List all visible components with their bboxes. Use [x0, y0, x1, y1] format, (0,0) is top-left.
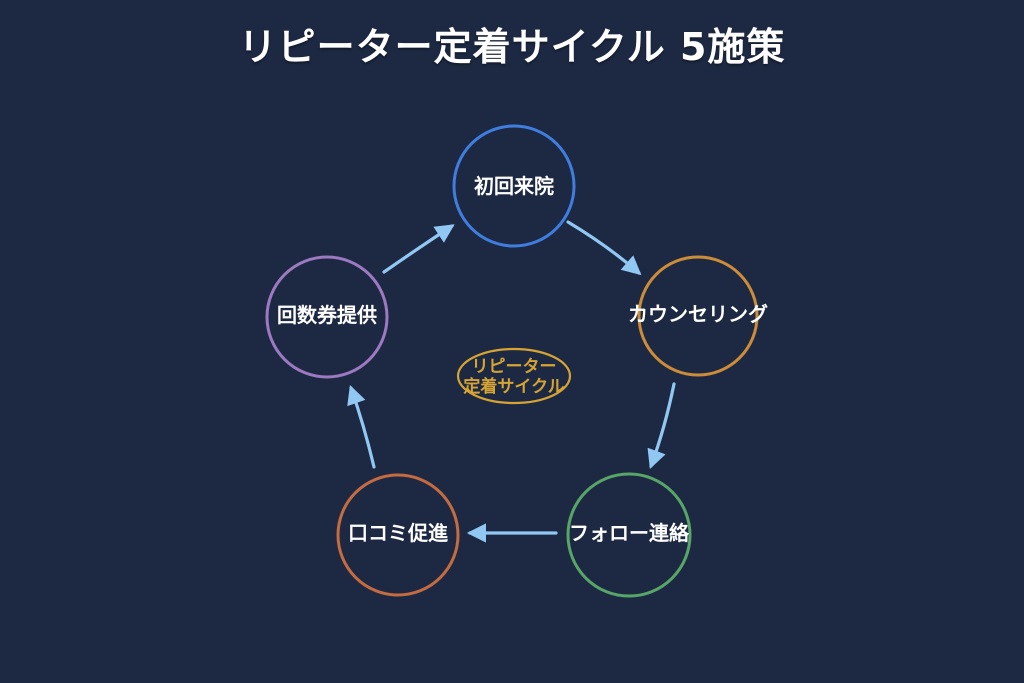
node-follow-up-label: フォロー連絡 — [569, 521, 690, 545]
cycle-arrows — [347, 220, 676, 543]
arrow-ticket-offer-to-first-visit — [382, 224, 455, 274]
page-title: リピーター定着サイクル 5施策 — [238, 25, 786, 69]
arrow-counseling-to-follow-up — [647, 382, 676, 470]
center-cycle-badge: リピーター 定着サイクル — [456, 347, 572, 405]
node-word-of-mouth-label: 口コミ促進 — [348, 521, 448, 545]
node-follow-up: フォロー連絡 — [566, 472, 692, 598]
center-cycle-ellipse — [456, 347, 572, 405]
node-first-visit-label: 初回来院 — [474, 174, 554, 198]
node-first-visit: 初回来院 — [452, 124, 576, 248]
node-word-of-mouth-circle — [336, 473, 460, 597]
arrow-first-visit-to-counseling — [566, 220, 642, 276]
node-ticket-offer-circle — [265, 255, 389, 379]
center-cycle-label-line1: リピーター — [472, 357, 557, 377]
arrow-word-of-mouth-to-ticket-offer — [347, 384, 376, 469]
node-follow-up-circle — [566, 472, 692, 598]
center-cycle-label-line2: 定着サイクル — [463, 376, 564, 397]
node-counseling: カウンセリング — [628, 255, 768, 377]
node-ticket-offer-label: 回数券提供 — [277, 303, 377, 327]
node-word-of-mouth: 口コミ促進 — [336, 473, 460, 597]
node-counseling-label: カウンセリング — [628, 302, 768, 326]
node-counseling-circle — [637, 255, 759, 377]
node-first-visit-circle — [452, 124, 576, 248]
node-ticket-offer: 回数券提供 — [265, 255, 389, 379]
